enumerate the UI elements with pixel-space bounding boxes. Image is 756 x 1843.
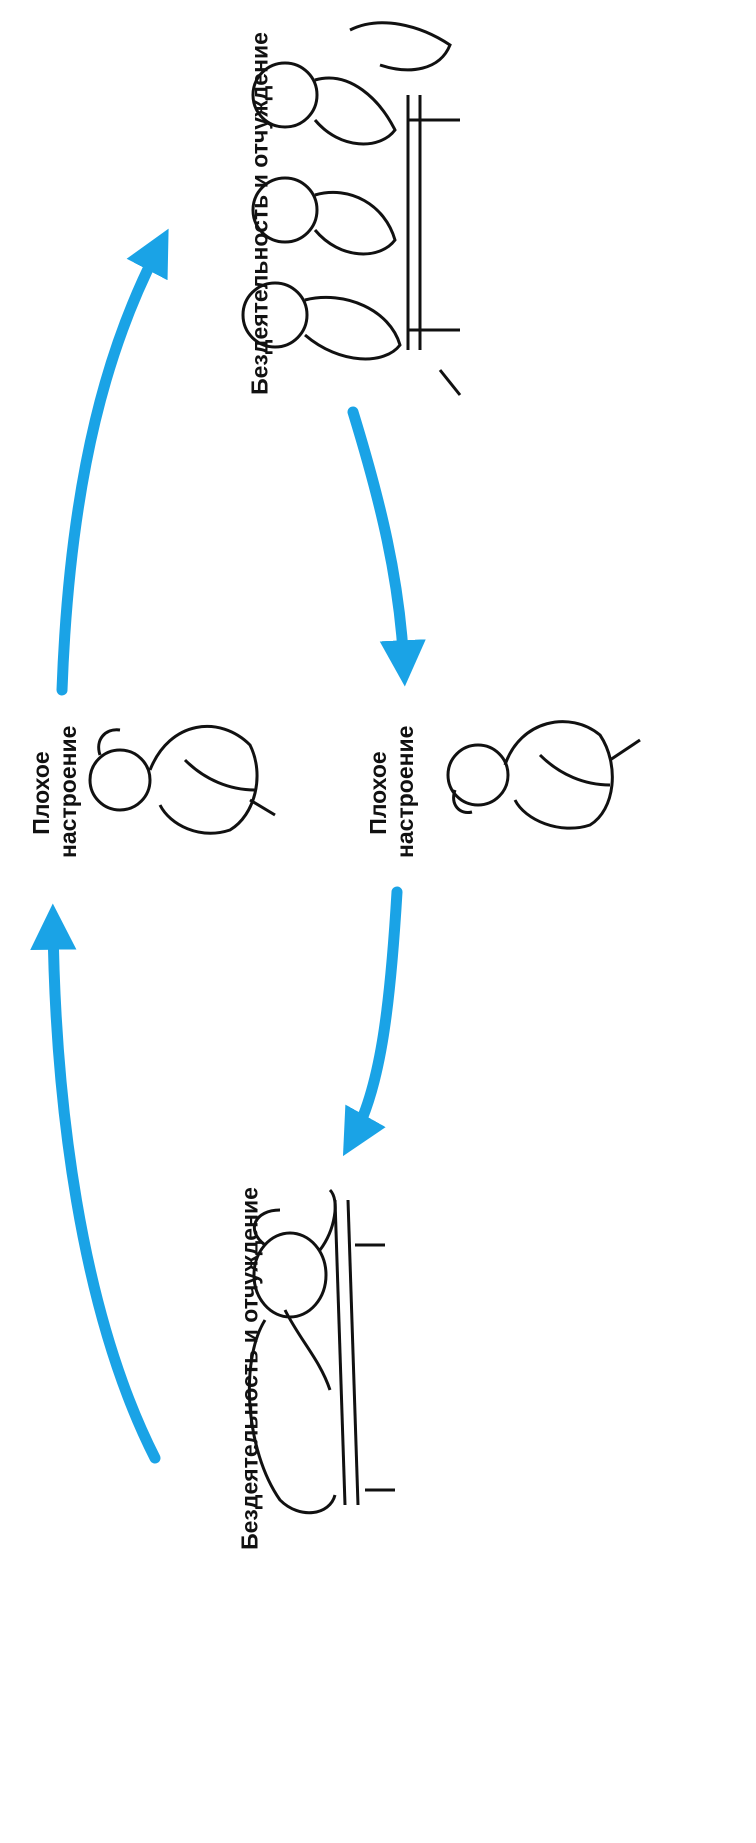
label-top-right: Бездеятельность и отчуждение <box>246 32 273 395</box>
sad-girl-illustration-1 <box>88 724 276 835</box>
label-mid-left-line2: настроение <box>55 725 81 858</box>
arrow-right-down-bottom <box>342 886 403 1157</box>
label-mid-left-line1: Плохое <box>28 751 54 835</box>
arrow-left-up-top <box>56 228 169 696</box>
lonely-child-illustration <box>247 1188 395 1515</box>
arrow-left-up-bottom <box>30 903 161 1464</box>
label-mid-right-line1: Плохое <box>365 751 391 835</box>
label-mid-right-line2: настроение <box>392 725 418 858</box>
label-bottom-left: Бездеятельность и отчуждение <box>236 1187 263 1550</box>
children-at-table-illustration <box>241 21 462 396</box>
label-mid-left: Плохое настроение <box>28 725 82 858</box>
sad-girl-illustration-2 <box>446 720 641 830</box>
label-mid-right: Плохое настроение <box>365 725 419 858</box>
cycle-arrows <box>30 228 426 1464</box>
arrow-right-down-top <box>347 406 426 687</box>
